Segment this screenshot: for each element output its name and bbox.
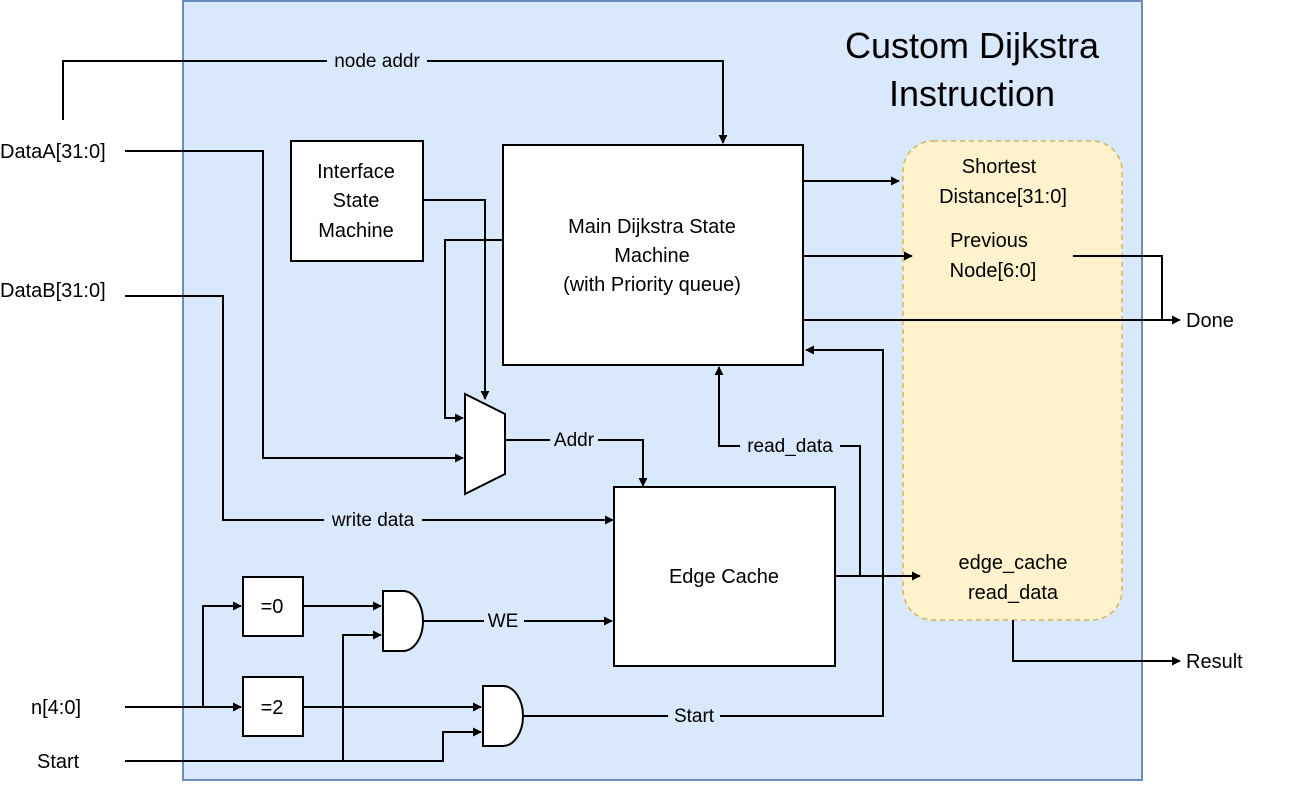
diagram-title-line2: Instruction [889, 73, 1055, 114]
result-wire [1012, 620, 1181, 666]
edge-cache-block [613, 486, 836, 667]
address-mux [464, 392, 506, 496]
start-internal-label: Start [674, 706, 715, 727]
edge-cache-read-label-2: read_data [968, 582, 1059, 604]
edge-cache-label: Edge Cache [669, 566, 779, 588]
addr-label: Addr [554, 430, 595, 451]
shortest-distance-label-1: Shortest [962, 156, 1037, 178]
start-and-gate [482, 685, 524, 747]
n-label: n[4:0] [31, 697, 81, 719]
main-sm-label-3: (with Priority queue) [563, 274, 741, 296]
eq2-comparator [242, 676, 304, 737]
start-label: Start [37, 751, 80, 773]
previous-node-label-2: Node[6:0] [950, 260, 1037, 282]
data-a-label: DataA[31:0] [0, 141, 106, 163]
start-to-and1-wire [342, 630, 382, 761]
interface-state-machine [290, 140, 424, 262]
we-and-gate [382, 590, 424, 652]
eq2-label: =2 [261, 697, 284, 719]
diagram-title-line1: Custom Dijkstra [845, 25, 1100, 66]
eq0-label: =0 [261, 596, 284, 618]
result-label: Result [1186, 651, 1243, 673]
data-a-wire [125, 150, 464, 463]
output-register-region [902, 140, 1123, 621]
interface-to-mux-wire [423, 199, 490, 400]
main-to-mux-wire [444, 239, 503, 423]
start-wire [125, 727, 482, 762]
interface-sm-label-3: Machine [318, 220, 394, 242]
write-data-label: write data [331, 510, 415, 531]
interface-sm-label-2: State [333, 190, 380, 212]
main-sm-label-2: Machine [614, 245, 690, 267]
main-dijkstra-state-machine [502, 144, 804, 366]
shortest-distance-label-2: Distance[31:0] [939, 186, 1067, 208]
eq0-comparator [242, 576, 304, 637]
n-to-eq0-wire [202, 601, 242, 707]
edge-cache-read-label-1: edge_cache [959, 552, 1068, 574]
data-b-label: DataB[31:0] [0, 280, 106, 302]
main-sm-label-1: Main Dijkstra State [568, 216, 736, 238]
previous-node-label-1: Previous [950, 230, 1028, 252]
we-label: WE [488, 611, 519, 632]
done-label: Done [1186, 310, 1234, 332]
node-addr-label: node addr [334, 51, 420, 72]
read-data-label: read_data [747, 436, 833, 457]
interface-sm-label-1: Interface [317, 161, 395, 183]
previous-node-done-wire [1073, 255, 1163, 320]
